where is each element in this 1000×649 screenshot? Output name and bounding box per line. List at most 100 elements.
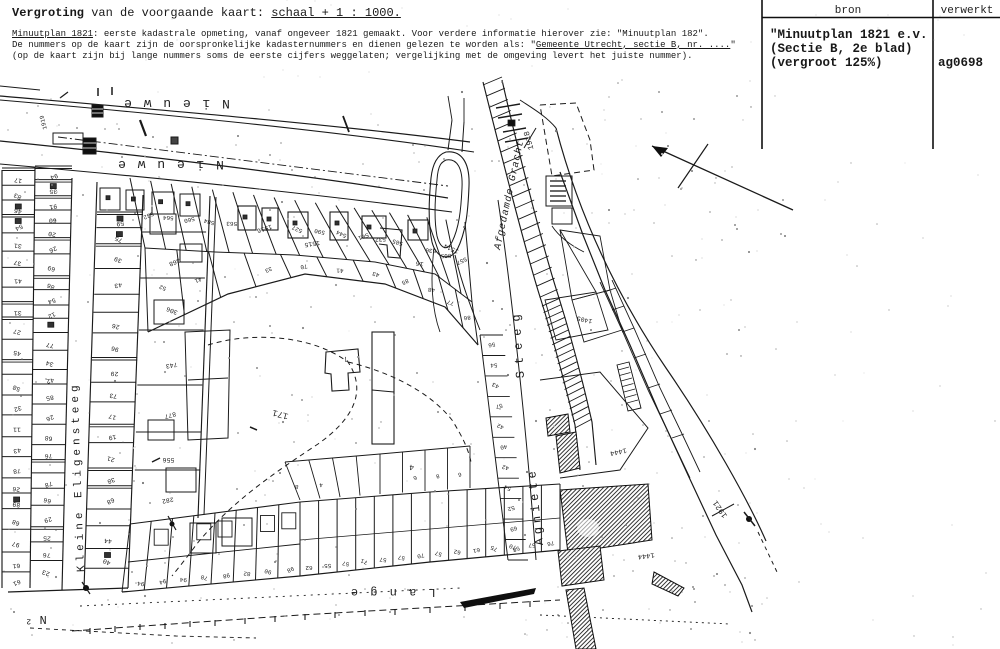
svg-text:17: 17 xyxy=(14,176,23,184)
svg-text:532: 532 xyxy=(142,210,155,221)
svg-text:368: 368 xyxy=(168,256,182,267)
svg-text:1516: 1516 xyxy=(256,223,273,234)
svg-text:23: 23 xyxy=(41,568,51,577)
svg-text:78: 78 xyxy=(200,573,209,582)
svg-text:8: 8 xyxy=(294,483,299,490)
svg-text:52: 52 xyxy=(158,283,168,292)
svg-text:Steeg: Steeg xyxy=(509,307,528,379)
svg-text:55: 55 xyxy=(324,562,332,569)
svg-text:584: 584 xyxy=(203,217,216,227)
svg-text:77: 77 xyxy=(446,298,455,307)
svg-text:70: 70 xyxy=(299,262,308,270)
svg-text:171: 171 xyxy=(271,407,289,421)
svg-text:1921: 1921 xyxy=(711,498,730,519)
svg-text:19: 19 xyxy=(108,433,117,441)
svg-text:41: 41 xyxy=(336,267,344,274)
svg-text:82: 82 xyxy=(243,570,251,578)
svg-text:46: 46 xyxy=(13,207,22,215)
svg-text:585: 585 xyxy=(391,237,404,247)
svg-text:68: 68 xyxy=(44,434,53,442)
svg-text:41: 41 xyxy=(14,277,22,285)
svg-text:57: 57 xyxy=(528,541,536,548)
svg-text:86: 86 xyxy=(46,281,56,291)
svg-text:45: 45 xyxy=(13,349,22,357)
svg-text:42: 42 xyxy=(496,421,506,430)
svg-text:12: 12 xyxy=(47,310,57,320)
svg-text:57: 57 xyxy=(341,559,350,567)
svg-text:62: 62 xyxy=(453,548,462,556)
svg-text:52: 52 xyxy=(506,504,515,513)
svg-text:505: 505 xyxy=(440,252,451,259)
svg-text:17: 17 xyxy=(108,412,117,421)
svg-text:61: 61 xyxy=(472,546,481,555)
svg-text:96: 96 xyxy=(110,344,120,353)
svg-text:557: 557 xyxy=(455,255,468,266)
svg-text:26: 26 xyxy=(12,485,21,493)
svg-text:54: 54 xyxy=(14,222,24,232)
svg-text:536: 536 xyxy=(425,246,437,254)
svg-text:(Sectie B, 2e blad): (Sectie B, 2e blad) xyxy=(770,42,913,56)
svg-text:29: 29 xyxy=(43,515,53,524)
svg-text:76: 76 xyxy=(44,452,52,460)
svg-text:bron: bron xyxy=(835,5,861,17)
svg-text:590: 590 xyxy=(313,227,325,236)
svg-text:69: 69 xyxy=(509,524,518,533)
svg-text:41: 41 xyxy=(193,275,203,284)
svg-text:39: 39 xyxy=(113,255,123,265)
svg-text:1515: 1515 xyxy=(304,239,321,248)
svg-text:94: 94 xyxy=(179,576,187,583)
svg-text:32: 32 xyxy=(13,404,23,413)
svg-text:42: 42 xyxy=(46,376,55,385)
svg-text:68: 68 xyxy=(11,518,21,527)
svg-text:21: 21 xyxy=(106,454,115,463)
svg-text:43: 43 xyxy=(371,270,380,279)
svg-text:ag0698: ag0698 xyxy=(938,56,983,70)
svg-text:91: 91 xyxy=(49,202,58,210)
svg-text:31: 31 xyxy=(14,242,23,250)
svg-text:544: 544 xyxy=(335,228,348,239)
svg-text:57: 57 xyxy=(397,553,406,561)
svg-text:34: 34 xyxy=(45,359,55,368)
svg-text:6: 6 xyxy=(412,474,418,482)
svg-text:42: 42 xyxy=(501,463,510,472)
svg-text:75: 75 xyxy=(114,234,124,244)
svg-text:43: 43 xyxy=(491,380,501,390)
svg-text:532: 532 xyxy=(374,235,386,243)
svg-text:563: 563 xyxy=(226,220,237,227)
svg-text:86: 86 xyxy=(463,314,471,322)
svg-text:40: 40 xyxy=(102,557,112,566)
svg-text:70: 70 xyxy=(416,551,425,559)
svg-text:71: 71 xyxy=(359,557,369,566)
svg-text:L a n g e: L a n g e xyxy=(348,585,435,599)
svg-text:556: 556 xyxy=(163,456,175,463)
svg-text:"Minuutplan 1821 e.v.: "Minuutplan 1821 e.v. xyxy=(770,28,928,42)
svg-text:94: 94 xyxy=(158,577,167,586)
svg-text:75: 75 xyxy=(489,543,499,552)
svg-text:11: 11 xyxy=(13,426,21,433)
svg-text:62: 62 xyxy=(305,564,313,571)
svg-text:16: 16 xyxy=(415,259,424,267)
svg-text:N i e u w e: N i e u w e xyxy=(116,157,224,172)
svg-text:7: 7 xyxy=(342,353,349,362)
svg-text:564: 564 xyxy=(162,214,174,221)
svg-text:48: 48 xyxy=(427,286,435,294)
svg-text:1919: 1919 xyxy=(38,114,49,130)
svg-text:78: 78 xyxy=(44,480,54,489)
svg-text:76: 76 xyxy=(546,539,555,547)
svg-text:306: 306 xyxy=(165,305,179,316)
svg-text:66: 66 xyxy=(43,496,52,505)
svg-text:44: 44 xyxy=(104,537,113,545)
svg-text:N ²: N ² xyxy=(25,612,47,626)
svg-text:501: 501 xyxy=(357,231,370,242)
svg-text:85: 85 xyxy=(45,393,54,401)
svg-text:43: 43 xyxy=(13,446,22,454)
svg-text:56: 56 xyxy=(487,340,496,348)
svg-text:43: 43 xyxy=(114,281,123,289)
svg-text:(vergroot 125%): (vergroot 125%) xyxy=(770,56,883,70)
svg-text:57: 57 xyxy=(494,402,503,411)
svg-text:20: 20 xyxy=(48,230,57,238)
svg-text:33: 33 xyxy=(263,265,273,275)
svg-text:6: 6 xyxy=(457,471,462,479)
svg-text:1444: 1444 xyxy=(637,550,655,560)
svg-text:98: 98 xyxy=(222,571,231,580)
